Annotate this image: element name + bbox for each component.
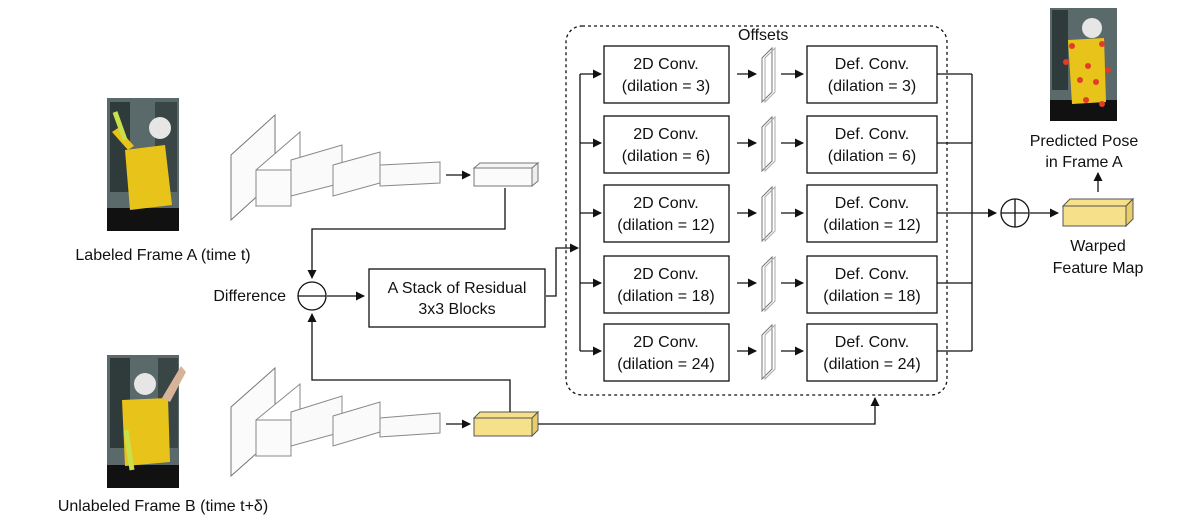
offsets-container <box>565 25 948 396</box>
offset-map-2 <box>761 115 776 173</box>
conv2d-box-3 <box>603 184 730 243</box>
conv2d-box-4 <box>603 255 730 314</box>
conv2d-dilation-3: (dilation = 12) <box>617 217 714 234</box>
predicted-pose-line-1: Predicted Pose <box>1030 133 1139 150</box>
conv2d-title-2: 2D Conv. <box>633 126 699 143</box>
frame-a-label: Labeled Frame A (time t) <box>75 247 250 264</box>
arrow-stack-to-branches <box>546 243 579 297</box>
residual-stack-line-2: 3x3 Blocks <box>418 301 495 318</box>
predicted-pose-image <box>1050 8 1117 121</box>
conv2d-box-2 <box>603 115 730 174</box>
warped-feature-block <box>1061 197 1135 228</box>
conv2d-box-1 <box>603 45 730 104</box>
residual-stack-box <box>368 268 546 328</box>
unlabeled-frame-b-image <box>107 355 186 488</box>
backbone-a <box>230 113 441 222</box>
labeled-frame-a-image <box>107 98 179 231</box>
conv2d-dilation-5: (dilation = 24) <box>617 356 714 373</box>
offsets-label: Offsets <box>738 27 788 44</box>
defconv-title-3: Def. Conv. <box>835 195 909 212</box>
offset-map-5 <box>761 323 776 381</box>
conv2d-dilation-2: (dilation = 6) <box>622 148 711 165</box>
conv2d-dilation-4: (dilation = 18) <box>617 288 714 305</box>
conv2d-box-5 <box>603 323 730 382</box>
arrow-feature-b-to-difference <box>307 313 511 412</box>
sum-operator-icon <box>1000 198 1030 228</box>
feature-block-a <box>472 161 540 188</box>
defconv-dilation-5: (dilation = 24) <box>823 356 920 373</box>
frame-b-label: Unlabeled Frame B (time t+δ) <box>58 498 268 515</box>
defconv-dilation-1: (dilation = 3) <box>828 78 917 95</box>
defconv-title-2: Def. Conv. <box>835 126 909 143</box>
defconv-box-5 <box>806 323 938 382</box>
defconv-box-2 <box>806 115 938 174</box>
offset-map-3 <box>761 185 776 243</box>
offset-map-1 <box>761 46 776 104</box>
defconv-title-4: Def. Conv. <box>835 266 909 283</box>
offset-map-4 <box>761 255 776 313</box>
conv2d-title-3: 2D Conv. <box>633 195 699 212</box>
defconv-dilation-2: (dilation = 6) <box>828 148 917 165</box>
subtract-operator-icon <box>297 281 327 311</box>
defconv-title-5: Def. Conv. <box>835 334 909 351</box>
predicted-pose-line-2: in Frame A <box>1045 154 1123 171</box>
difference-label: Difference <box>213 288 286 305</box>
backbone-b <box>230 366 441 478</box>
defconv-box-4 <box>806 255 938 314</box>
residual-stack-line-1: A Stack of Residual <box>388 280 527 297</box>
warped-label-line-1: Warped <box>1070 238 1125 255</box>
defconv-dilation-3: (dilation = 12) <box>823 217 920 234</box>
feature-block-b <box>472 410 540 438</box>
warped-label-line-2: Feature Map <box>1053 260 1144 277</box>
conv2d-title-1: 2D Conv. <box>633 56 699 73</box>
arrow-feature-b-to-defconv <box>538 397 880 425</box>
defconv-box-1 <box>806 45 938 104</box>
conv2d-dilation-1: (dilation = 3) <box>622 78 711 95</box>
conv2d-title-5: 2D Conv. <box>633 334 699 351</box>
arrow-feature-a-to-difference <box>307 188 506 279</box>
defconv-dilation-4: (dilation = 18) <box>823 288 920 305</box>
conv2d-title-4: 2D Conv. <box>633 266 699 283</box>
defconv-title-1: Def. Conv. <box>835 56 909 73</box>
